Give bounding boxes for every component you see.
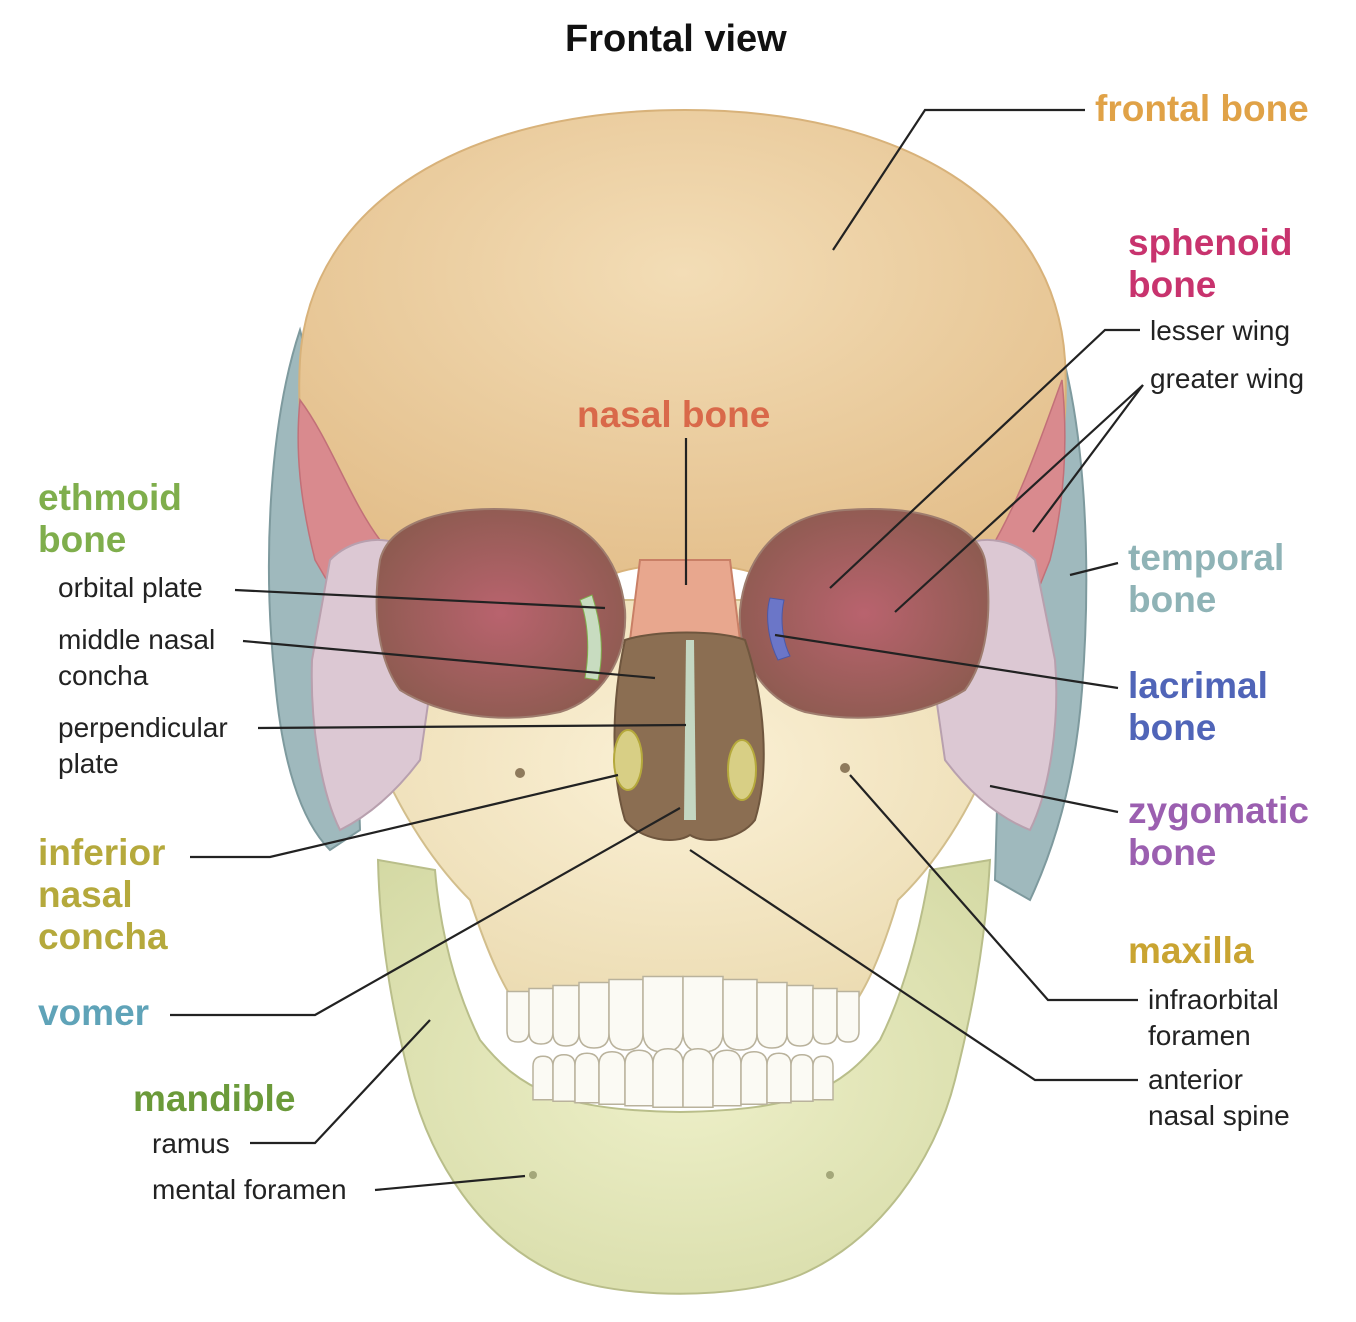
label-perpendicular-plate-line2: plate: [58, 748, 119, 779]
tooth: [812, 1055, 834, 1101]
label-maxilla: maxilla: [1128, 930, 1254, 971]
tooth: [642, 975, 684, 1053]
tooth: [532, 1055, 554, 1101]
label-mental-foramen: mental foramen: [152, 1174, 347, 1205]
tooth: [712, 1049, 742, 1107]
label-greater-wing: greater wing: [1150, 363, 1305, 394]
tooth: [722, 978, 758, 1051]
tooth: [578, 981, 610, 1049]
tooth: [574, 1052, 600, 1104]
teeth: [506, 975, 860, 1108]
label-zygomatic-bone-line1: zygomatic: [1128, 790, 1309, 831]
orbital-plate-left: [579, 594, 602, 681]
label-lacrimal-bone-line2: bone: [1128, 707, 1217, 748]
label-anterior-nasal-spine-line2: nasal spine: [1148, 1100, 1290, 1131]
tooth: [682, 1047, 714, 1108]
label-perpendicular-plate-line1: perpendicular: [58, 712, 228, 743]
label-anterior-nasal-spine: anterior nasal spine: [1148, 1062, 1290, 1134]
label-ethmoid-bone: ethmoid bone: [38, 477, 182, 561]
label-anterior-nasal-spine-line1: anterior: [1148, 1064, 1243, 1095]
tooth: [652, 1047, 684, 1108]
label-zygomatic-bone: zygomatic bone: [1128, 790, 1309, 874]
label-orbital-plate: orbital plate: [58, 572, 203, 603]
tooth: [624, 1049, 654, 1107]
tooth: [682, 975, 724, 1053]
label-temporal-bone-line2: bone: [1128, 579, 1217, 620]
lacrimal-right: [767, 597, 791, 661]
label-middle-nasal-concha-line1: middle nasal: [58, 624, 216, 655]
label-vomer: vomer: [38, 992, 150, 1033]
label-sphenoid-bone: sphenoid bone: [1128, 222, 1292, 306]
label-inferior-nasal-concha-line3: concha: [38, 916, 168, 957]
label-inferior-nasal-concha-line1: inferior: [38, 832, 166, 873]
label-temporal-bone: temporal bone: [1128, 537, 1284, 621]
label-mandible: mandible: [133, 1078, 296, 1119]
leader-lines: [170, 108, 1144, 1192]
label-nasal-bone: nasal bone: [577, 394, 771, 435]
perpendicular-plate-shape: [684, 640, 696, 820]
tooth: [608, 978, 644, 1051]
label-perpendicular-plate: perpendicular plate: [58, 710, 228, 782]
tooth: [766, 1052, 792, 1104]
frontal-bone-shape: [298, 108, 1067, 577]
diagram-title: Frontal view: [565, 18, 787, 60]
tooth: [552, 1053, 576, 1102]
label-ethmoid-bone-line1: ethmoid: [38, 477, 182, 518]
label-lacrimal-bone-line1: lacrimal: [1128, 665, 1268, 706]
tooth: [836, 990, 860, 1043]
tooth: [552, 984, 580, 1047]
tooth: [790, 1053, 814, 1102]
label-infraorbital-foramen-line2: foramen: [1148, 1020, 1251, 1051]
tooth: [740, 1050, 768, 1105]
label-ethmoid-bone-line2: bone: [38, 519, 127, 560]
label-middle-nasal-concha-line2: concha: [58, 660, 149, 691]
inferior-concha-left: [613, 729, 643, 791]
tooth: [598, 1050, 626, 1105]
tooth: [506, 990, 530, 1043]
label-frontal-bone: frontal bone: [1095, 88, 1309, 129]
label-ramus: ramus: [152, 1128, 230, 1159]
tooth: [812, 987, 838, 1045]
label-zygomatic-bone-line2: bone: [1128, 832, 1217, 873]
tooth: [786, 984, 814, 1047]
label-lacrimal-bone: lacrimal bone: [1128, 665, 1268, 749]
label-sphenoid-bone-line1: sphenoid: [1128, 222, 1293, 263]
label-infraorbital-foramen: infraorbital foramen: [1148, 982, 1279, 1054]
label-inferior-nasal-concha: inferior nasal concha: [38, 832, 168, 958]
tooth: [756, 981, 788, 1049]
tooth: [528, 987, 554, 1045]
orbit-left: [375, 508, 627, 719]
label-temporal-bone-line1: temporal: [1128, 537, 1285, 578]
inferior-concha-right: [727, 739, 757, 801]
label-lesser-wing: lesser wing: [1150, 315, 1291, 346]
label-sphenoid-bone-line2: bone: [1128, 264, 1217, 305]
label-inferior-nasal-concha-line2: nasal: [38, 874, 133, 915]
label-middle-nasal-concha: middle nasal concha: [58, 622, 215, 694]
label-infraorbital-foramen-line1: infraorbital: [1148, 984, 1279, 1015]
